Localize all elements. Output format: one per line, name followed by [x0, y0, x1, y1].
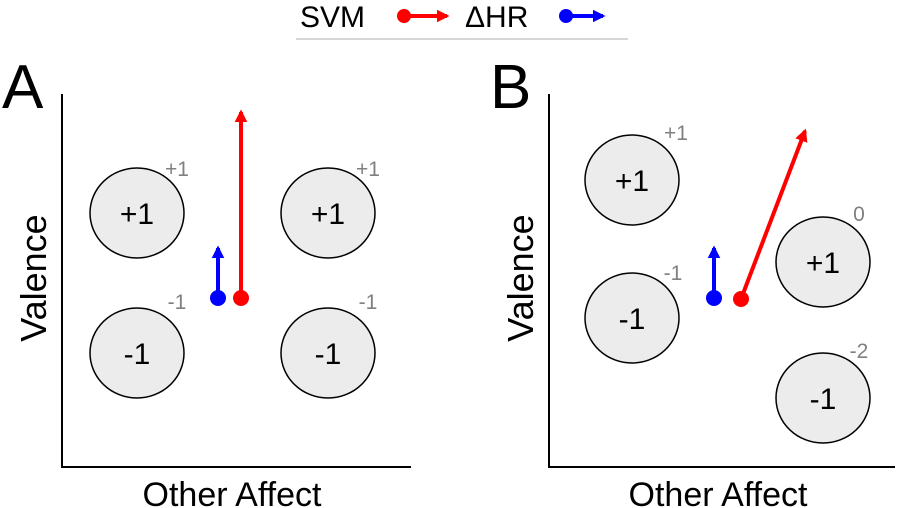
panel-a-y-label: Valence — [13, 214, 54, 341]
circle-value: -1 — [124, 338, 151, 371]
circle-score: +1 — [165, 158, 189, 181]
panel-a: A Valence Other Affect +1 +1 +1 +1 -1 -1… — [2, 53, 411, 508]
panel-b: B Valence Other Affect +1 +1 -1 -1 +1 0 … — [490, 53, 895, 508]
panel-b-letter: B — [490, 53, 531, 122]
panel-a-circle-top-left: +1 +1 — [89, 158, 189, 259]
panel-a-x-label: Other Affect — [143, 476, 322, 508]
panel-a-axes — [61, 94, 411, 468]
circle-value: +1 — [615, 165, 649, 198]
panel-a-hr-arrow — [210, 245, 226, 306]
legend-hr-arrow — [559, 9, 606, 23]
panel-a-circle-top-right: +1 +1 — [280, 158, 380, 259]
circle-score: +1 — [356, 158, 380, 181]
circle-value: +1 — [806, 247, 840, 280]
panel-b-circle-middle-left: -1 -1 — [584, 262, 683, 364]
panel-b-y-label: Valence — [500, 214, 541, 341]
circle-value: +1 — [311, 198, 345, 231]
legend-svm-arrow — [397, 9, 450, 23]
circle-value: -1 — [315, 338, 342, 371]
circle-value: +1 — [120, 198, 154, 231]
circle-score: -1 — [359, 291, 378, 314]
panel-b-axes — [548, 94, 895, 468]
panel-a-circle-bottom-right: -1 -1 — [280, 291, 378, 399]
circle-score: -1 — [168, 291, 187, 314]
circle-score: -1 — [664, 262, 683, 285]
circle-score: -2 — [850, 340, 869, 363]
legend-svm-label: SVM — [300, 1, 365, 34]
legend-hr-label: ΔHR — [465, 1, 528, 34]
circle-value: -1 — [619, 303, 646, 336]
panel-a-circle-bottom-left: -1 -1 — [89, 291, 187, 399]
circle-score: +1 — [664, 122, 688, 145]
panel-b-svm-arrow — [733, 128, 808, 307]
circle-value: -1 — [810, 383, 837, 416]
panel-b-circle-bottom-right: -1 -2 — [775, 340, 871, 444]
legend: SVM ΔHR — [296, 1, 628, 40]
panel-b-circle-middle-right: +1 0 — [775, 203, 871, 308]
circle-score: 0 — [853, 203, 865, 226]
panel-b-hr-arrow — [706, 245, 722, 306]
panel-b-circle-top-left: +1 +1 — [584, 122, 688, 226]
panel-a-letter: A — [2, 53, 44, 122]
panel-a-svm-arrow — [233, 109, 249, 306]
panel-b-x-label: Other Affect — [629, 476, 808, 508]
